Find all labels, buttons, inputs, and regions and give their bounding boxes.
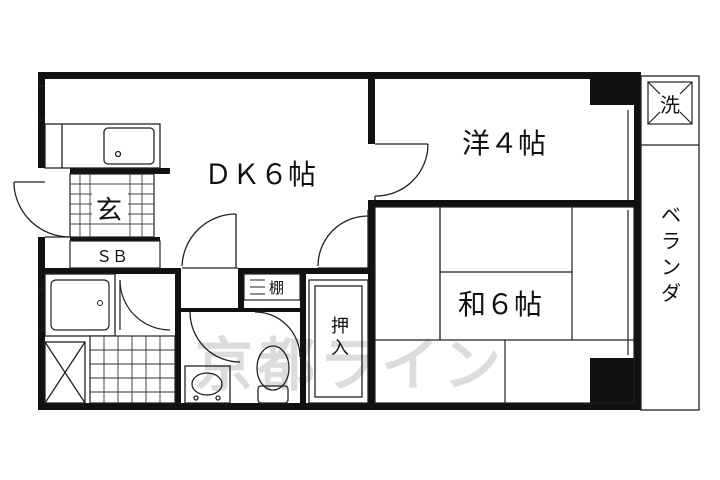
genkan-label: 玄 [96, 196, 122, 226]
japanese-label: 和６帖 [458, 288, 542, 321]
veranda [640, 75, 700, 411]
japanese-label-bg [452, 283, 556, 323]
laundry-label: 洗 [660, 93, 680, 117]
shelf [243, 273, 301, 301]
veranda-label-4: ダ [661, 281, 681, 305]
shoe-box-label: ＳＢ [96, 247, 128, 266]
closet-label-1: 押 [331, 316, 349, 337]
dk-doors [181, 143, 429, 269]
window-lines [38, 85, 45, 331]
tatami-mats [374, 206, 635, 404]
veranda-label-2: ラ [661, 229, 681, 253]
kitchen-counter [44, 123, 161, 169]
watermark-text: 京都ライン [195, 331, 505, 399]
column-top-right [590, 72, 641, 105]
shoe-box [69, 240, 161, 269]
shelf-label: 棚 [269, 279, 284, 297]
dk-label: ＤＫ６帖 [204, 158, 316, 191]
toilet [254, 311, 301, 404]
veranda-label-1: ベ [661, 203, 681, 227]
closet-label-2: 入 [331, 338, 349, 359]
closet [308, 279, 369, 404]
interior-walls [38, 72, 641, 410]
bathroom [44, 273, 176, 404]
genkan-area [69, 173, 155, 238]
western-label: 洋４帖 [462, 127, 546, 160]
washroom [184, 311, 241, 404]
veranda-label-3: ン [661, 255, 681, 279]
column-bottom-right [590, 358, 641, 410]
entrance-door [13, 181, 71, 238]
laundry-pan [647, 81, 693, 125]
storage-box [44, 341, 86, 404]
